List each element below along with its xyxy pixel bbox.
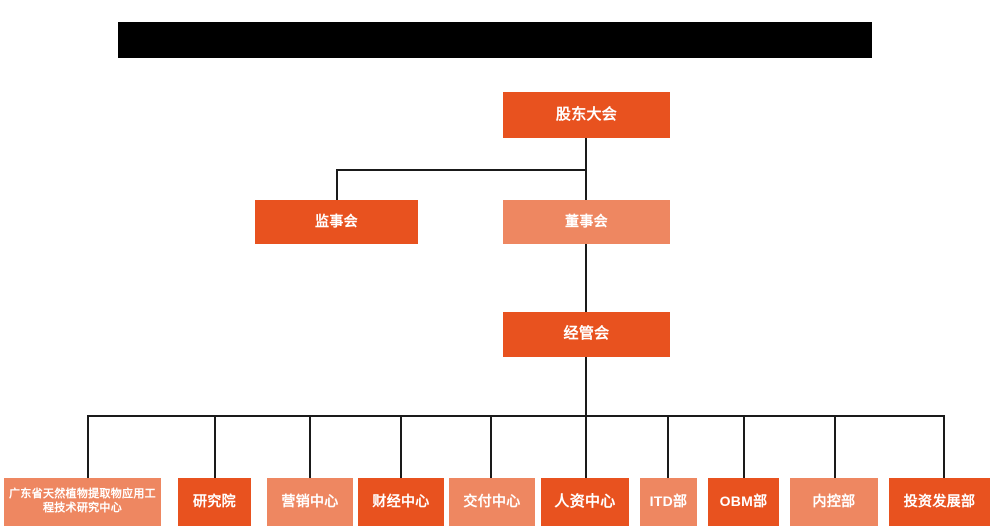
node-board-of-supervisors[interactable]: 监事会 — [255, 200, 418, 244]
node-obm-dept[interactable]: OBM部 — [708, 478, 779, 526]
node-itd-dept[interactable]: ITD部 — [640, 478, 697, 526]
node-guangdong-research-center[interactable]: 广东省天然植物提取物应用工程技术研究中心 — [4, 478, 161, 526]
connector-drop-delivery-center — [490, 415, 492, 478]
node-label: 交付中心 — [463, 493, 521, 510]
node-label: 董事会 — [565, 213, 608, 230]
connector-drop-marketing-center — [309, 415, 311, 478]
node-delivery-center[interactable]: 交付中心 — [449, 478, 535, 526]
node-label: 内控部 — [812, 493, 856, 510]
connector-to-directors — [585, 169, 587, 201]
node-internal-control-dept[interactable]: 内控部 — [790, 478, 878, 526]
connector-drop-research-institute — [214, 415, 216, 478]
connector-to-supervisors — [336, 169, 338, 201]
node-finance-center[interactable]: 财经中心 — [358, 478, 444, 526]
node-label: 人资中心 — [554, 492, 616, 510]
node-marketing-center[interactable]: 营销中心 — [267, 478, 353, 526]
node-label: 股东大会 — [555, 105, 618, 123]
connector-departments-bus — [87, 415, 945, 417]
node-label: 监事会 — [315, 213, 358, 230]
node-label: ITD部 — [649, 493, 688, 510]
node-research-institute[interactable]: 研究院 — [178, 478, 251, 526]
node-management-committee[interactable]: 经管会 — [503, 312, 670, 357]
node-label: 研究院 — [193, 493, 236, 510]
node-label: 营销中心 — [281, 493, 339, 510]
node-label: 财经中心 — [372, 493, 430, 510]
connector-drop-finance-center — [400, 415, 402, 478]
connector-level2-bus — [336, 169, 587, 171]
node-shareholders-meeting[interactable]: 股东大会 — [503, 92, 670, 138]
node-label: 广东省天然植物提取物应用工程技术研究中心 — [9, 488, 156, 514]
connector-drop-hr-center — [585, 415, 587, 478]
redacted-title-banner — [118, 22, 872, 58]
node-label: OBM部 — [719, 493, 768, 510]
connector-drop-itd-dept — [667, 415, 669, 478]
connector-drop-obm-dept — [743, 415, 745, 478]
node-label: 经管会 — [563, 325, 610, 343]
connector-drop-internal-control-dept — [834, 415, 836, 478]
connector-drop-guangdong-center — [87, 415, 89, 478]
node-hr-center[interactable]: 人资中心 — [541, 478, 629, 526]
node-board-of-directors[interactable]: 董事会 — [503, 200, 670, 244]
connector-directors-to-management — [585, 244, 587, 312]
connector-management-down — [585, 357, 587, 416]
connector-drop-investment-development-dept — [943, 415, 945, 478]
node-investment-development-dept[interactable]: 投资发展部 — [889, 478, 990, 526]
connector-shareholders-down — [585, 138, 587, 170]
node-label: 投资发展部 — [903, 493, 976, 510]
